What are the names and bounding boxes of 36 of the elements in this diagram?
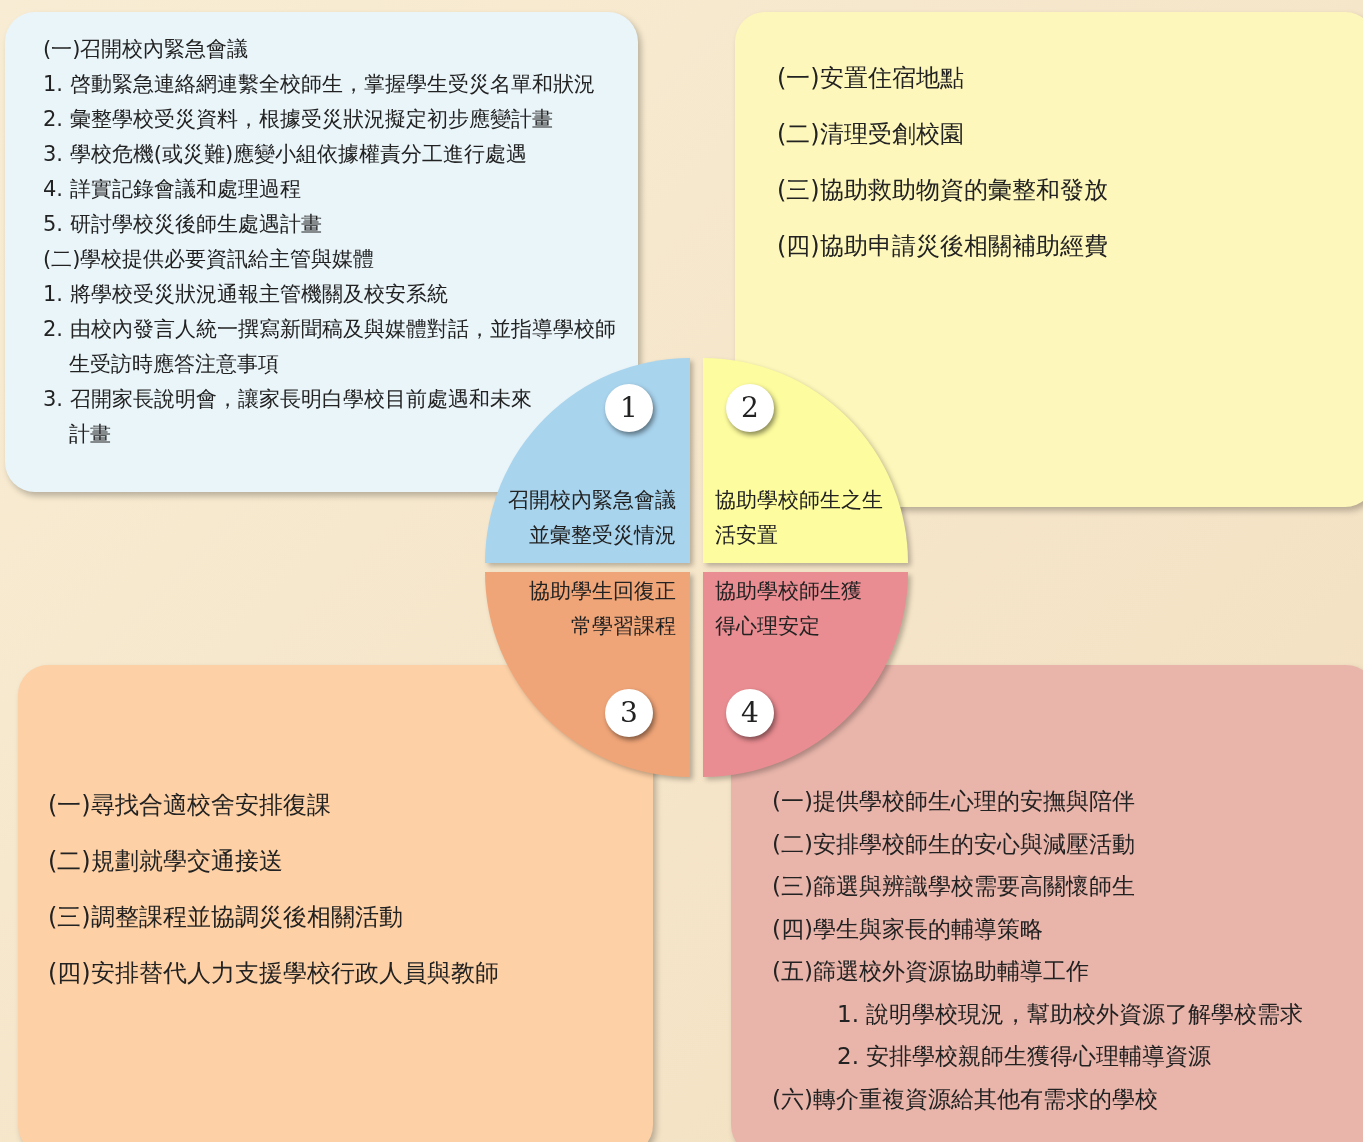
list-item: (二)安排學校師生的安心與減壓活動 [772, 829, 1135, 859]
list-item: 3. 學校危機(或災難)應變小組依據權責分工進行處遇 [43, 141, 528, 168]
list-item: (一)尋找合適校舍安排復課 [48, 790, 331, 821]
list-item: (一)提供學校師生心理的安撫與陪伴 [772, 787, 1135, 816]
list-item: (二)清理受創校園 [777, 119, 964, 150]
list-item: (三)篩選與辨識學校需要高關懷師生 [772, 872, 1135, 901]
list-item: (二)規劃就學交通接送 [48, 846, 283, 877]
list-item: (一)安置住宿地點 [777, 63, 964, 94]
list-item: (四)安排替代人力支援學校行政人員與教師 [48, 958, 499, 989]
list-item: 3. 召開家長說明會，讓家長明白學校目前處遇和未來計畫 [43, 386, 533, 448]
list-item: (三)協助救助物資的彙整和發放 [777, 175, 1108, 206]
list-item: (五)篩選校外資源協助輔導工作 [772, 957, 1089, 986]
list-item: (一)召開校內緊急會議 [43, 36, 249, 63]
info-panel [18, 665, 653, 1142]
list-item: (三)調整課程並協調災後相關活動 [48, 902, 403, 933]
list-item: (六)轉介重複資源給其他有需求的學校 [772, 1084, 1158, 1114]
number-badge: 2 [726, 384, 774, 432]
list-item: (四)協助申請災後相關補助經費 [777, 231, 1108, 262]
list-item: 2. 彙整學校受災資料，根據受災狀況擬定初步應變計畫 [43, 106, 553, 133]
number-badge: 3 [605, 689, 653, 737]
list-item: 4. 詳實記錄會議和處理過程 [43, 176, 301, 203]
list-item: 1. 說明學校現況，幫助校外資源了解學校需求 [836, 999, 1304, 1029]
list-item: 2. 由校內發言人統一撰寫新聞稿及與媒體對話，並指導學校師生受訪時應答注意事項 [43, 316, 617, 378]
list-item: 5. 研討學校災後師生處遇計畫 [43, 211, 322, 238]
list-item: (四)學生與家長的輔導策略 [772, 914, 1043, 944]
quadrant-label: 協助學生回復正常學習課程 [528, 578, 676, 640]
quadrant-label: 協助學校師生之生活安置 [715, 487, 884, 549]
number-badge: 1 [605, 384, 653, 432]
list-item: (二)學校提供必要資訊給主管與媒體 [43, 246, 375, 273]
quadrant-label: 協助學校師生獲得心理安定 [715, 578, 863, 640]
info-panel [731, 665, 1363, 1142]
list-item: 1. 啓動緊急連絡網連繫全校師生，掌握學生受災名單和狀況 [43, 71, 595, 98]
quadrant-label: 召開校內緊急會議並彙整受災情況 [507, 487, 676, 549]
number-badge: 4 [726, 689, 774, 737]
list-item: 1. 將學校受災狀況通報主管機關及校安系統 [43, 281, 448, 308]
list-item: 2. 安排學校親師生獲得心理輔導資源 [836, 1042, 1212, 1071]
